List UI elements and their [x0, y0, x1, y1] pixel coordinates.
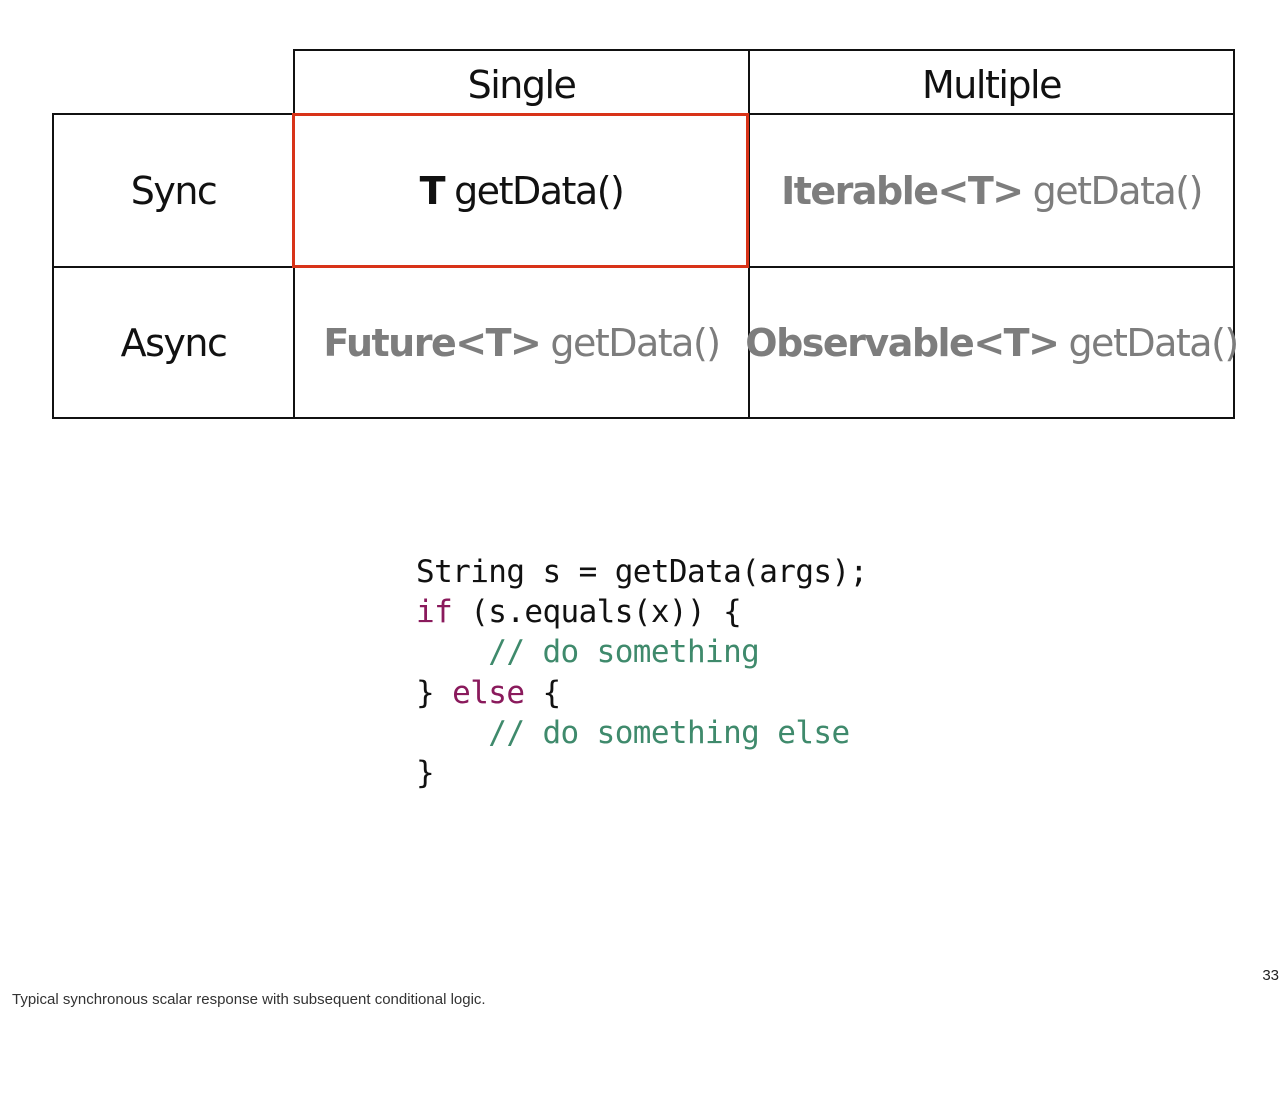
type-label: Observable<T>: [745, 320, 1060, 365]
code-line: if (s.equals(x)) {: [416, 592, 868, 632]
highlight-frame: [292, 113, 749, 268]
type-label: Iterable<T>: [781, 168, 1024, 213]
type-label: Future<T>: [323, 320, 541, 365]
row-header-sync: Sync: [52, 113, 295, 268]
row-header-async: Async: [52, 266, 295, 419]
method-label: getData(): [550, 320, 721, 365]
code-keyword: else: [452, 674, 525, 711]
page-number: 33: [1262, 967, 1279, 984]
method-label: getData(): [454, 168, 625, 213]
code-text: }: [416, 674, 453, 711]
code-comment: // do something else: [416, 714, 850, 751]
code-text: String s = getData(args);: [416, 554, 868, 590]
code-comment: // do something: [416, 634, 760, 671]
cell-async-multiple: Observable<T> getData(): [745, 266, 1239, 419]
code-line: String s = getData(args);: [416, 552, 868, 592]
code-line: }: [416, 753, 868, 793]
code-line: // do something else: [416, 713, 868, 753]
cell-sync-single: T getData(): [293, 113, 750, 268]
speaker-notes: Typical synchronous scalar response with…: [12, 991, 486, 1008]
code-text: (s.equals(x)) {: [452, 594, 742, 631]
cell-async-single: Future<T> getData(): [293, 266, 750, 419]
code-line: } else {: [416, 673, 868, 713]
cell-sync-multiple: Iterable<T> getData(): [748, 113, 1235, 268]
col-header-multiple: Multiple: [748, 49, 1235, 115]
method-label: getData(): [1032, 168, 1204, 213]
code-line: // do something: [416, 632, 868, 672]
code-text: }: [416, 755, 435, 792]
col-header-single: Single: [293, 49, 750, 115]
type-label: T: [419, 168, 446, 213]
code-block: String s = getData(args);if (s.equals(x)…: [416, 552, 868, 793]
code-text: {: [524, 674, 561, 711]
code-keyword: if: [416, 594, 453, 631]
comparison-table: Single Multiple Sync T getData() Iterabl…: [52, 49, 1239, 419]
method-label: getData(): [1068, 320, 1239, 365]
